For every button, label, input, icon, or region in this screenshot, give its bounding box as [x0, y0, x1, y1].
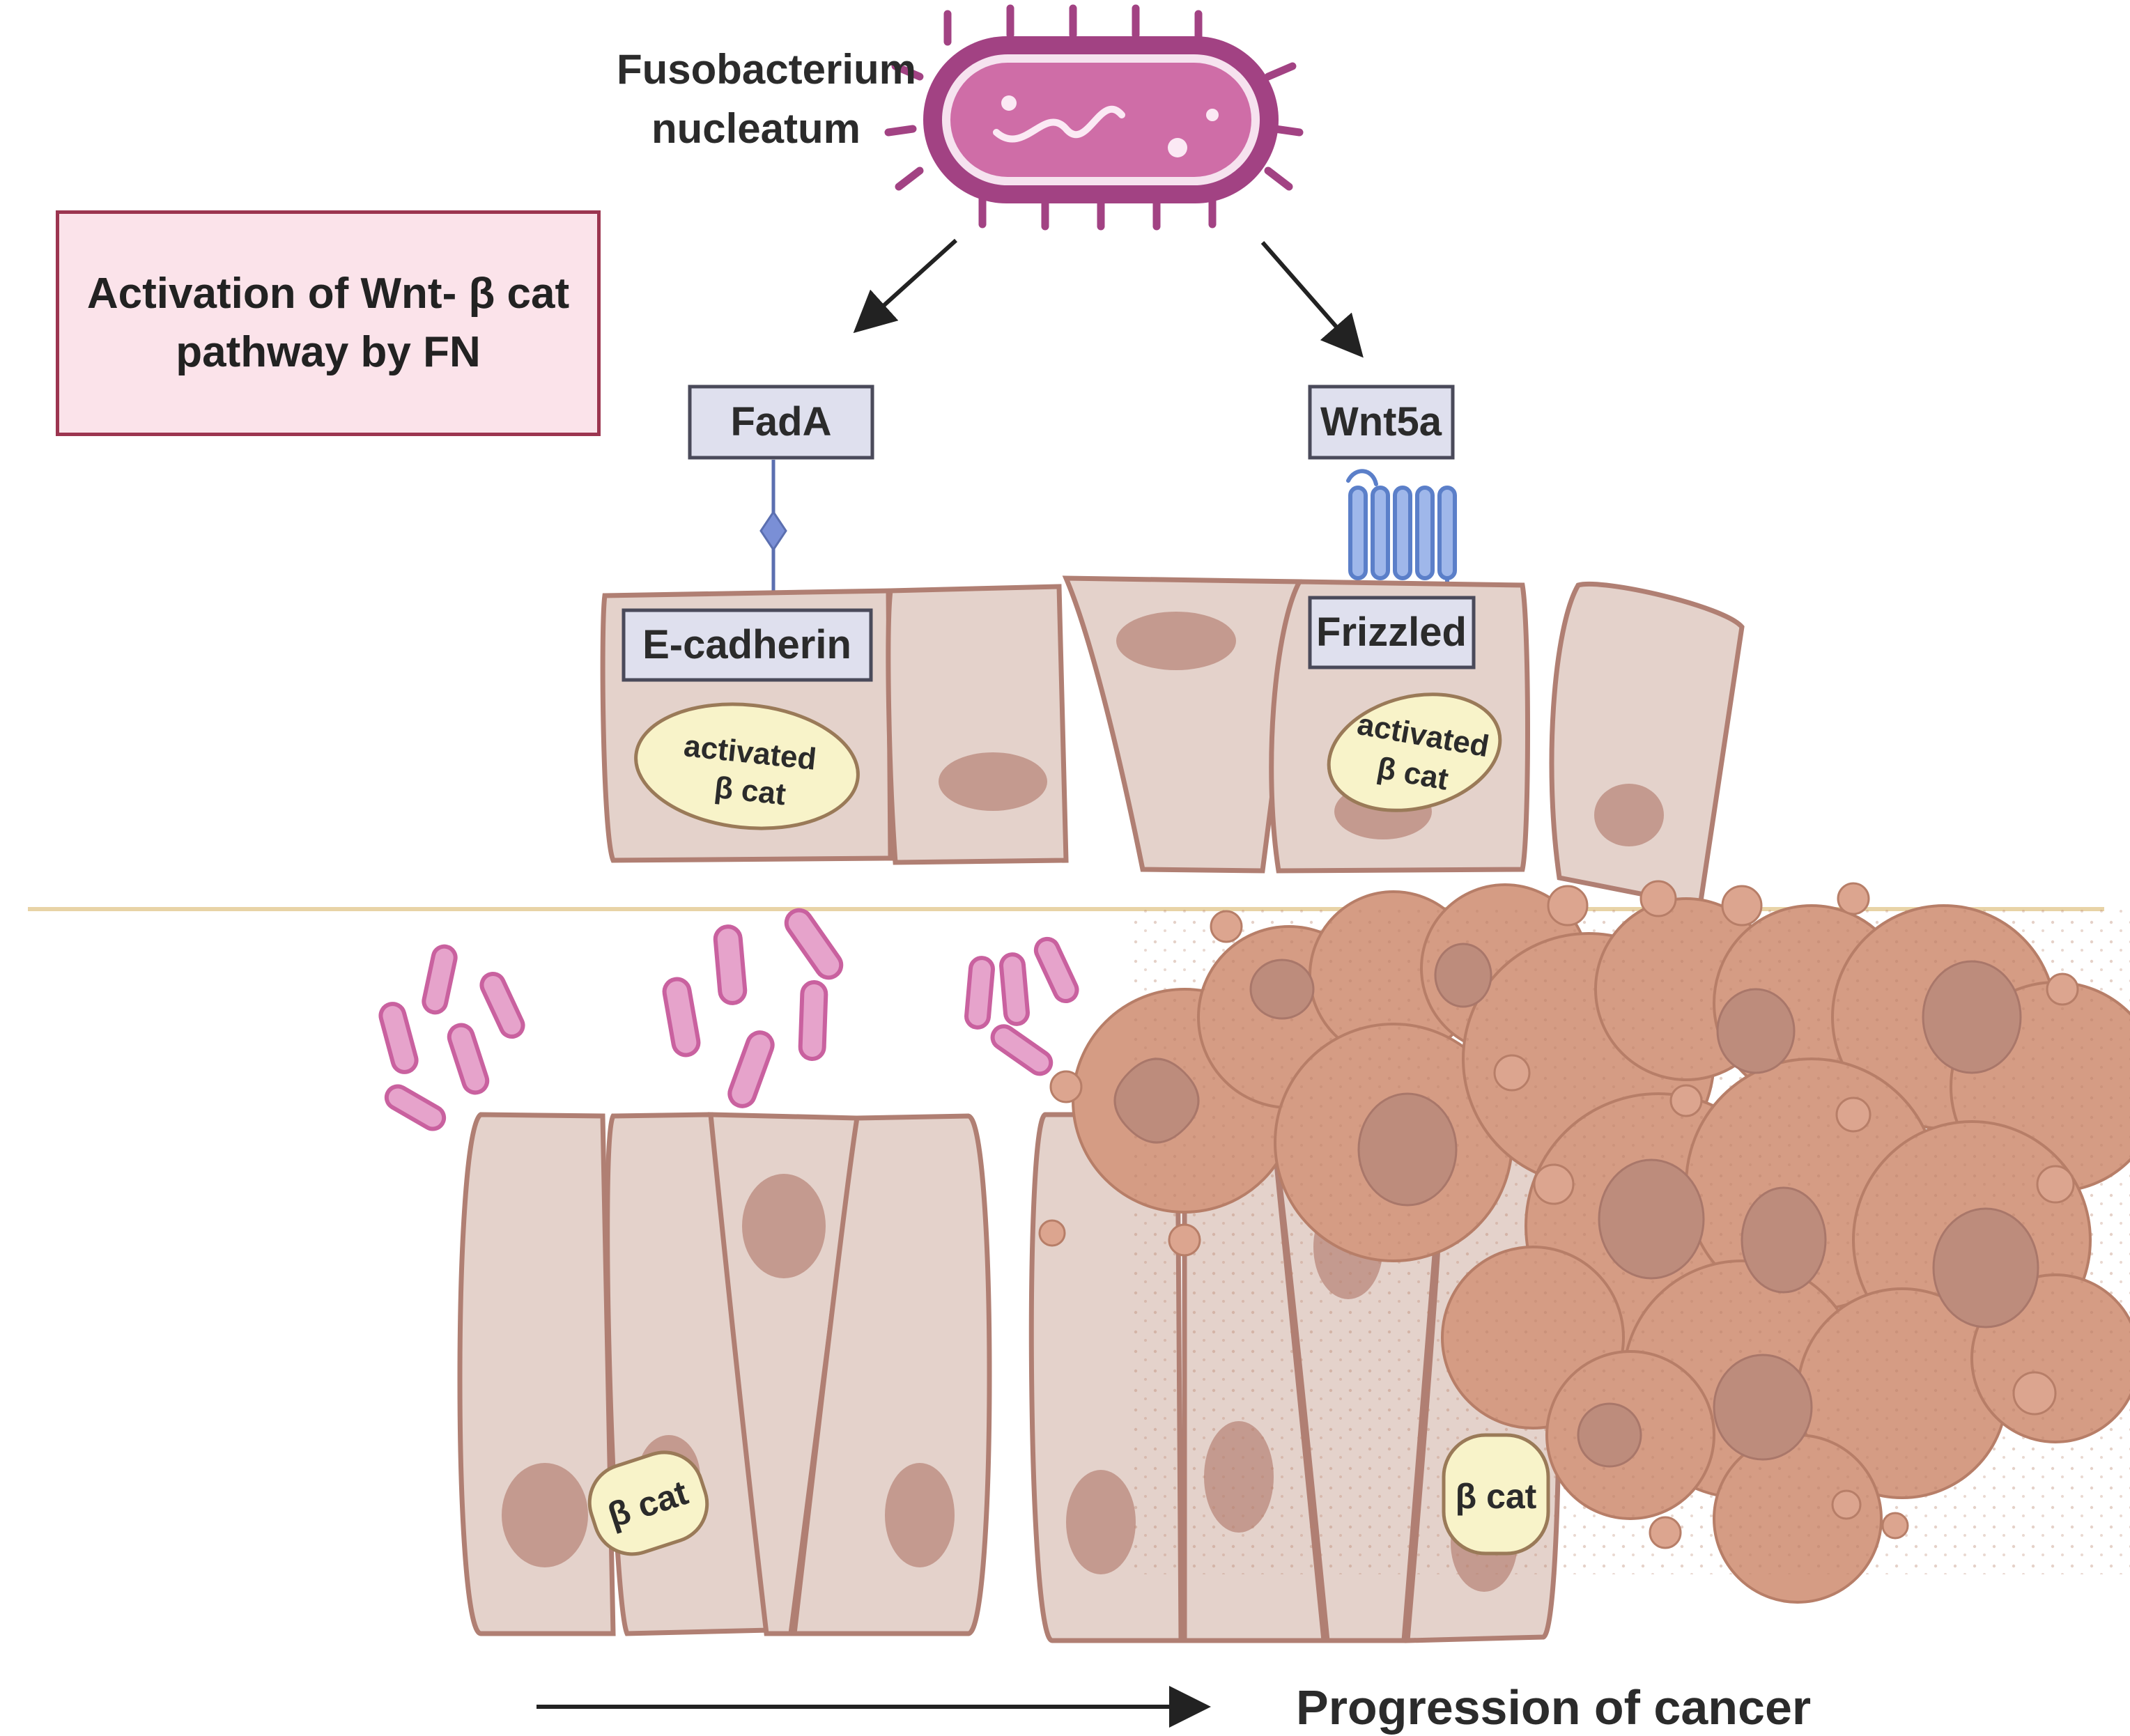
title-line1: Activation of Wnt- β cat	[86, 270, 570, 318]
fusobacterium-icon	[884, 4, 1304, 231]
bacterium-name-line2: nucleatum	[651, 105, 861, 152]
ecadherin-label: E-cadherin	[642, 622, 851, 667]
ecadherin-box: E-cadherin	[622, 608, 873, 682]
arrow-to-fada	[853, 238, 958, 334]
progression-label: Progression of cancer	[1296, 1680, 1811, 1735]
tumor-mass	[1038, 880, 2130, 1604]
beta-cat-right: β cat	[1442, 1433, 1550, 1556]
bacterium-name-line1: Fusobacterium	[617, 46, 916, 93]
activated-beta-cat-right: activated β cat	[1327, 692, 1502, 812]
beta-cat-right-label: β cat	[1456, 1477, 1537, 1516]
fada-label: FadA	[731, 399, 832, 444]
title-box: Activation of Wnt- β cat pathway by FN	[56, 210, 601, 436]
beta-cat-left: β cat	[587, 1450, 709, 1556]
fada-box: FadA	[688, 385, 874, 460]
bacteria-cluster-icon	[378, 908, 1079, 1131]
title-line2: pathway by FN	[176, 328, 481, 376]
arrow-to-wnt5a	[1260, 241, 1364, 358]
frizzled-receptor-icon	[1346, 469, 1457, 596]
wnt5a-label: Wnt5a	[1320, 399, 1442, 444]
frizzled-box: Frizzled	[1308, 596, 1476, 669]
wnt5a-box: Wnt5a	[1308, 385, 1455, 460]
activated-beta-cat-left-line2: β cat	[713, 770, 788, 812]
frizzled-label: Frizzled	[1316, 610, 1467, 655]
fada-ecadherin-link-icon	[759, 460, 787, 596]
activated-beta-cat-left: activated β cat	[634, 702, 860, 830]
